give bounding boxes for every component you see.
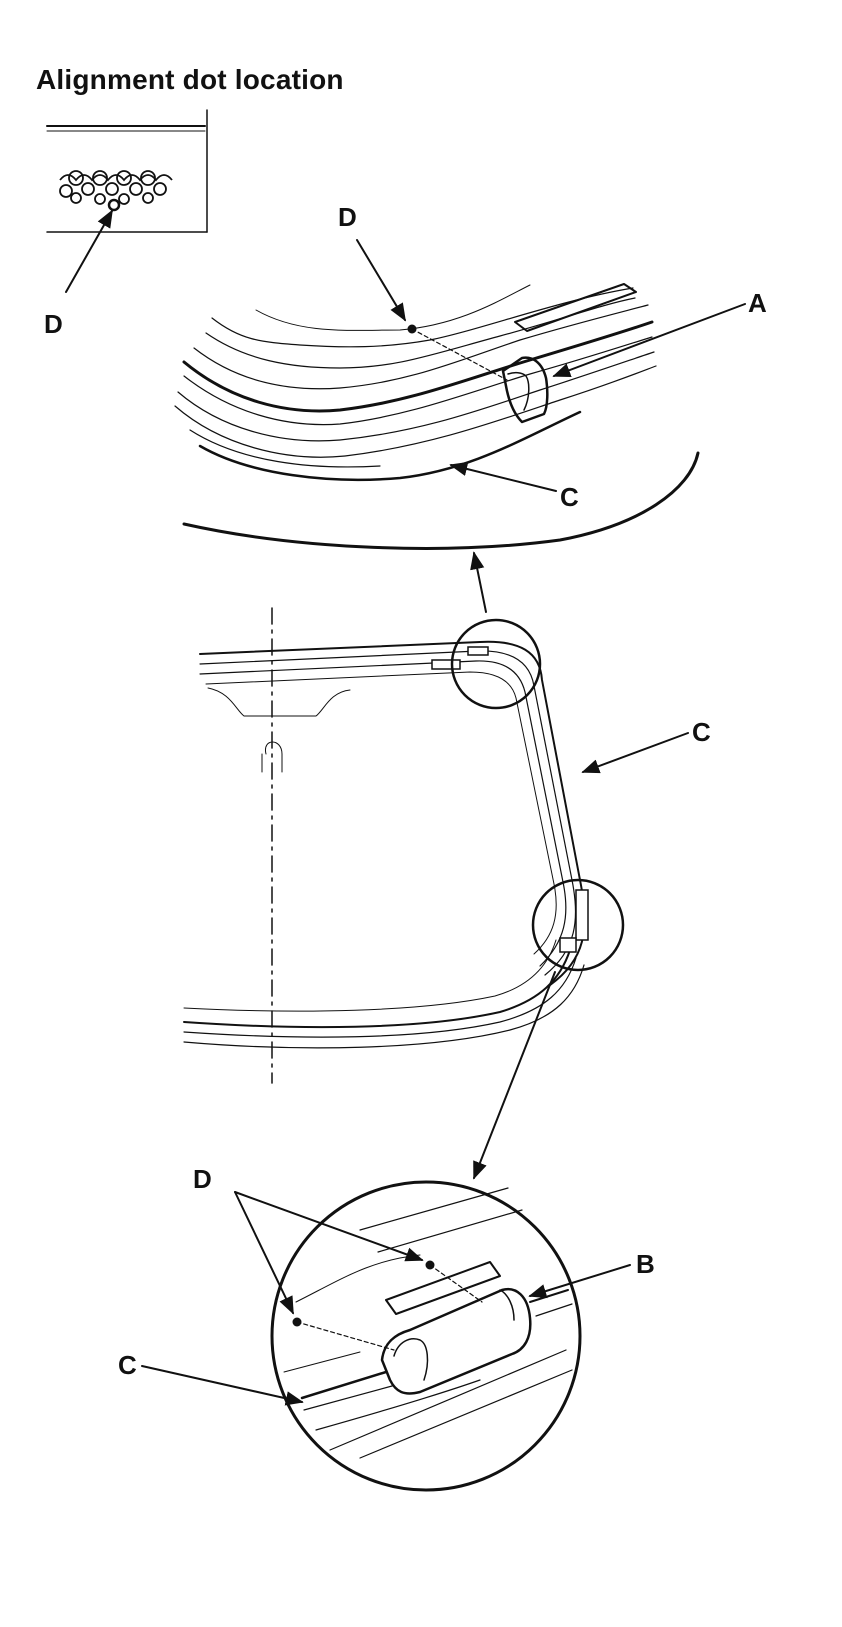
callout-bottom-c: C xyxy=(118,1350,137,1380)
windshield-overview: C xyxy=(183,607,711,1084)
top-detail-leader xyxy=(470,551,487,613)
bottom-detail-circle xyxy=(270,1180,582,1492)
top-c-arrow xyxy=(449,461,557,492)
callout-bottom-d: D xyxy=(193,1164,212,1194)
bottom-d-arrow-1 xyxy=(234,1191,424,1262)
zoom-circle-top xyxy=(450,618,542,710)
callout-top-c: C xyxy=(560,482,579,512)
callout-bottom-b: B xyxy=(636,1249,655,1279)
dot-pattern xyxy=(59,170,173,212)
inset-d-arrow xyxy=(65,209,113,293)
diagram-title: Alignment dot location xyxy=(36,64,344,95)
bottom-d-arrow-2 xyxy=(234,1191,294,1315)
callout-inset-d: D xyxy=(44,309,63,339)
bottom-b-arrow xyxy=(528,1264,631,1299)
bottom-detail-leader xyxy=(473,971,556,1180)
bottom-c-arrow xyxy=(141,1365,304,1406)
mid-c-arrow xyxy=(581,732,689,774)
top-d-arrow xyxy=(356,239,406,322)
callout-top-a: A xyxy=(748,288,767,318)
alignment-dot-inset: D xyxy=(44,109,208,339)
callout-mid-c: C xyxy=(692,717,711,747)
bottom-detail-view: D B C xyxy=(118,1164,655,1492)
top-a-arrow xyxy=(552,303,746,378)
zoom-circle-bottom xyxy=(531,878,625,972)
top-detail-view: D A C xyxy=(174,202,767,550)
callout-top-d: D xyxy=(338,202,357,232)
